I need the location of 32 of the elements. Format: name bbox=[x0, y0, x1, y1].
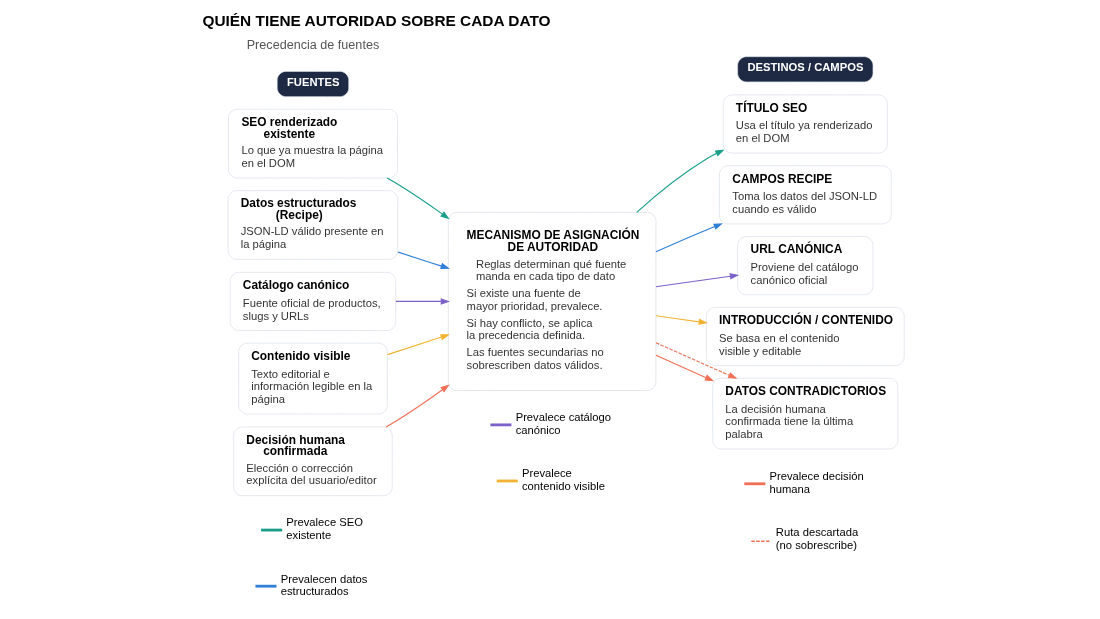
arrow bbox=[654, 273, 739, 288]
legend-label: Ruta descartada (no sobrescribe) bbox=[775, 526, 858, 551]
node-box: URL CANÓNICA Proviene del catálogo canónico oficial bbox=[736, 236, 873, 296]
node-box: Catálogo canónico Fuente oficial de productos, slugs y URLs bbox=[229, 271, 396, 331]
legend-label: Prevalece catálogo canónico bbox=[515, 411, 611, 436]
arrow bbox=[386, 177, 450, 220]
arrow bbox=[654, 342, 737, 379]
arrow bbox=[386, 334, 450, 356]
label: DESTINOS / CAMPOS bbox=[746, 61, 863, 74]
arrow bbox=[384, 384, 450, 428]
legend-label: Prevalece contenido visible bbox=[521, 467, 605, 492]
legend-label: Prevalecen datos estructurados bbox=[280, 572, 367, 598]
node-box: Contenido visible Texto editorial e información legible en la página bbox=[237, 342, 388, 415]
legend-label: Prevalece decisión humana bbox=[769, 470, 864, 495]
node-box: SEO renderizado existente Lo que ya muestra la página en el DOM bbox=[227, 108, 398, 179]
arrow bbox=[654, 223, 723, 253]
node-box: MECANISMO DE ASIGNACIÓN DE AUTORIDAD Reglas determinan qué fuente manda en cada tipo de dato Si existe una fuente de mayor prioridad, prevalece. Si hay conflicto, se aplica la precedencia definida. Las fuentes secundarias no sobrescriben datos válidos. bbox=[447, 212, 656, 391]
label: FUENTES bbox=[286, 75, 339, 88]
node-box: Datos estructurados (Recipe) JSON-LD válido presente en la página bbox=[227, 190, 398, 260]
label: Precedencia de fuentes bbox=[246, 38, 379, 53]
node-box: DATOS CONTRADICTORIOS La decisión humana confirmada tiene la última palabra bbox=[711, 377, 898, 450]
node-box: INTRODUCCIÓN / CONTENIDO Se basa en el contenido visible y editable bbox=[705, 307, 905, 366]
diagram-title: QUIÉN TIENE AUTORIDAD SOBRE CADA DATO bbox=[201, 11, 551, 29]
legend-label: Prevalece SEO existente bbox=[285, 516, 363, 542]
node-box: TÍTULO SEO Usa el título ya renderizado en el DOM bbox=[722, 94, 888, 154]
arrow bbox=[397, 251, 450, 270]
node-box: Decisión humana confirmada Elección o corrección explícita del usuario/editor bbox=[232, 426, 393, 497]
arrow bbox=[654, 354, 714, 382]
node-box: CAMPOS RECIPE Toma los datos del JSON-LD cuando es válido bbox=[718, 165, 892, 225]
arrow bbox=[654, 315, 708, 325]
arrow bbox=[394, 298, 450, 305]
arrow bbox=[635, 149, 725, 213]
